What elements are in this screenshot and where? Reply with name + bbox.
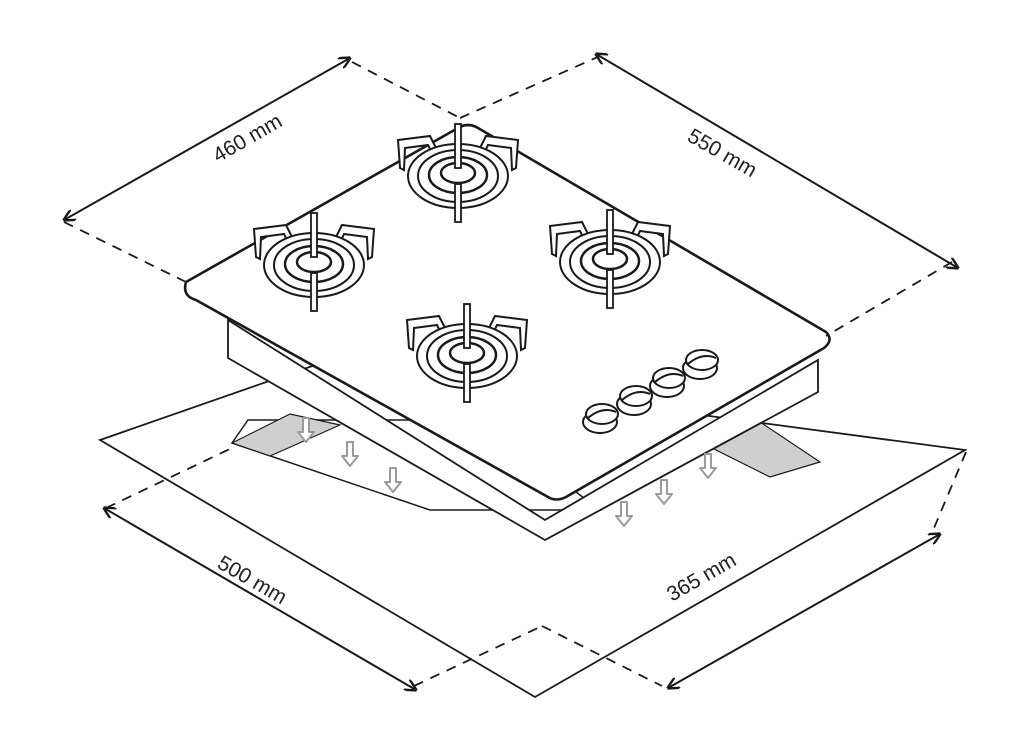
hob-body [227, 318, 819, 542]
extension-lines [63, 55, 967, 687]
dimension-label-bottom-left: 500 mm [214, 551, 291, 609]
control-knob [682, 349, 719, 380]
vent-area-left [230, 413, 342, 457]
dimension-arrows [64, 54, 958, 690]
dimension-arrow-top-right [596, 54, 958, 268]
control-knob [649, 367, 686, 398]
dimension-label-top-right: 550 mm [684, 124, 761, 182]
dimension-arrow-bottom-right [668, 534, 940, 688]
control-knob [582, 403, 619, 434]
control-knob [616, 385, 653, 416]
dimension-label-top-left: 460 mm [209, 109, 286, 167]
dimension-arrow-top-left [64, 58, 350, 220]
dimension-arrow-bottom-left [104, 508, 416, 690]
